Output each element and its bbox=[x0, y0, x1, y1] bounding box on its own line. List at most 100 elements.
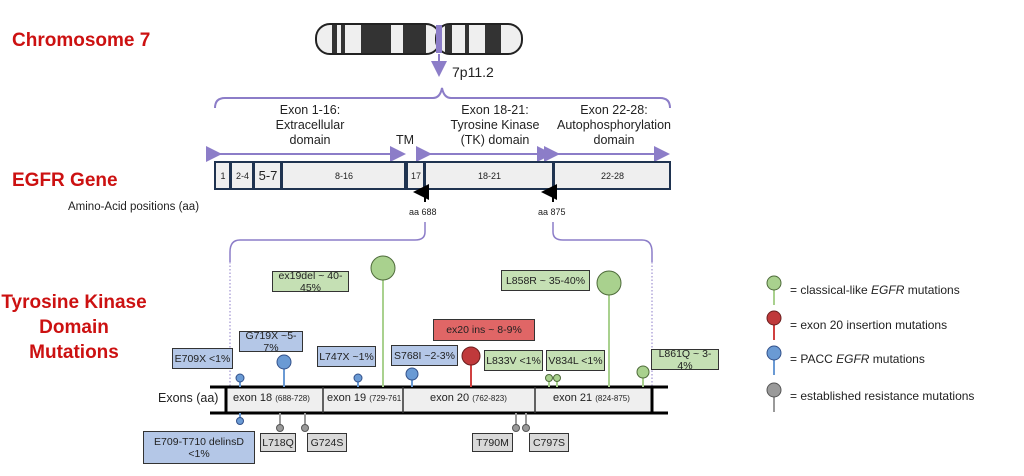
legend-text: = classical-like bbox=[790, 283, 872, 297]
lollipop-s768i bbox=[405, 367, 419, 387]
label-g724s: G724S bbox=[307, 433, 347, 452]
gene-title: EGFR Gene bbox=[12, 170, 118, 191]
lollipop-l833v bbox=[545, 374, 553, 387]
gene-exon-2-4: 2-4 bbox=[235, 170, 249, 181]
gene-exon-1: 1 bbox=[220, 170, 226, 181]
lollipop-ex19del bbox=[370, 255, 396, 387]
label-t790m: T790M bbox=[472, 433, 513, 452]
label-e709-t710-delinsd: E709-T710 delinsD<1% bbox=[143, 431, 255, 464]
exon-name: exon 19 bbox=[327, 392, 367, 404]
tk-exon-19: exon 19 (729-761 bbox=[327, 392, 402, 404]
domain-label-line: Autophosphorylation bbox=[557, 118, 671, 132]
tm-label: TM bbox=[396, 133, 415, 147]
gene-exon-8-16: 8-16 bbox=[334, 170, 353, 181]
lollipop-e709-t710 bbox=[236, 413, 244, 425]
legend-text: = exon 20 insertion mutations bbox=[790, 318, 948, 332]
gene-brace bbox=[214, 87, 671, 109]
gene-exon-18-21: 18-21 bbox=[477, 170, 502, 181]
gene-bar bbox=[214, 161, 671, 190]
legend-pacc: = PACC EGFR mutations bbox=[790, 352, 925, 366]
label-l861q: L861Q ~ 3-4% bbox=[651, 348, 719, 372]
aa-positions-label: Amino-Acid positions (aa) bbox=[68, 201, 200, 213]
domain-label-line: Exon 22-28: bbox=[580, 103, 648, 117]
exons-aa-label: Exons (aa) bbox=[158, 391, 219, 405]
tk-title-line1: Tyrosine Kinase bbox=[1, 292, 147, 313]
legend-text-em: EGFR bbox=[836, 352, 870, 366]
label-s768i: S768I ~2-3% bbox=[391, 345, 458, 366]
legend-ex20-icon bbox=[766, 310, 782, 326]
exon-range: (762-823) bbox=[472, 394, 507, 403]
chromosome-title: Chromosome 7 bbox=[12, 30, 151, 51]
lollipop-c797s bbox=[522, 413, 530, 432]
legend-text-em: EGFR bbox=[871, 283, 905, 297]
lollipop-l718q bbox=[276, 413, 284, 432]
exon-name: exon 18 bbox=[233, 392, 273, 404]
exon-track bbox=[210, 385, 668, 415]
exon-range: (824-875) bbox=[595, 394, 630, 403]
lollipop-g724s bbox=[301, 413, 309, 432]
label-v834l: V834L <1% bbox=[546, 350, 605, 371]
gene-exon-22-28: 22-28 bbox=[600, 170, 625, 181]
tk-exon-20: exon 20 (762-823) bbox=[430, 392, 507, 404]
gene-exon-17: 17 bbox=[410, 170, 421, 181]
exon-name: exon 20 bbox=[430, 392, 470, 404]
aa688-label: aa 688 bbox=[409, 207, 437, 217]
label-l833v: L833V <1% bbox=[484, 350, 543, 371]
label-l718q: L718Q bbox=[260, 433, 296, 452]
lollipop-t790m bbox=[512, 413, 520, 432]
domain-label-line: Exon 1-16: bbox=[279, 103, 341, 117]
label-line: E709-T710 delinsD bbox=[154, 435, 244, 448]
tk-exon-18: exon 18 (688-728) bbox=[233, 392, 310, 404]
label-g719x: G719X ~5-7% bbox=[239, 330, 303, 354]
lollipop-e709x bbox=[235, 373, 245, 387]
tk-exon-21: exon 21 (824-875) bbox=[553, 392, 630, 404]
tk-title-line3: Mutations bbox=[29, 342, 119, 363]
label-l747x: L747X ~1% bbox=[317, 346, 376, 367]
lollipop-v834l bbox=[553, 374, 561, 387]
tk-title-line2: Domain bbox=[39, 317, 109, 338]
legend-text: mutations bbox=[869, 352, 925, 366]
zoom-connector-left bbox=[229, 222, 426, 262]
lollipop-l861q bbox=[636, 365, 650, 387]
label-c797s: C797S bbox=[529, 433, 569, 452]
domain-label-line: domain bbox=[289, 133, 331, 147]
legend-text: mutations bbox=[904, 283, 960, 297]
domain-label-line: domain bbox=[593, 133, 635, 147]
label-l858r: L858R ~ 35-40% bbox=[501, 270, 590, 291]
lollipop-l747x bbox=[353, 373, 363, 387]
exon-range: (729-761 bbox=[369, 394, 402, 403]
domain-label-line: Tyrosine Kinase bbox=[450, 118, 540, 132]
tk-domain-label: Exon 18-21:Tyrosine Kinase(TK) domain bbox=[430, 103, 560, 148]
legend-pacc-icon bbox=[766, 345, 782, 361]
label-ex19del: ex19del ~ 40-45% bbox=[272, 270, 349, 294]
legend-text: = established resistance mutations bbox=[790, 389, 975, 403]
legend-resistance-icon bbox=[766, 382, 782, 398]
gene-exon-5-7: 5-7 bbox=[258, 168, 278, 183]
legend-text: = PACC bbox=[790, 352, 837, 366]
label-line: <1% bbox=[188, 447, 210, 460]
legend-resistance: = established resistance mutations bbox=[790, 389, 974, 403]
zoom-connector-right bbox=[552, 222, 653, 262]
lollipop-ex20ins bbox=[461, 346, 481, 387]
label-e709x: E709X <1% bbox=[172, 348, 233, 369]
domain-label-line: Exon 18-21: bbox=[461, 103, 529, 117]
chromosome-icon bbox=[315, 23, 523, 55]
exon-name: exon 21 bbox=[553, 392, 593, 404]
tk-title: Tyrosine Kinase Domain Mutations bbox=[0, 290, 148, 365]
legend-classical-icon bbox=[766, 275, 782, 291]
domain-label-line: Extracellular bbox=[275, 118, 345, 132]
label-ex20ins: ex20 ins ~ 8-9% bbox=[433, 319, 535, 341]
locus-label: 7p11.2 bbox=[452, 64, 494, 80]
exon-range: (688-728) bbox=[275, 394, 310, 403]
legend-icons bbox=[766, 275, 782, 412]
lollipop-l858r bbox=[596, 270, 622, 387]
legend-classical: = classical-like EGFR mutations bbox=[790, 283, 960, 297]
domain-label-line: (TK) domain bbox=[460, 133, 530, 147]
legend-ex20: = exon 20 insertion mutations bbox=[790, 318, 947, 332]
aa875-label: aa 875 bbox=[538, 207, 566, 217]
lollipop-g719x bbox=[276, 354, 292, 387]
